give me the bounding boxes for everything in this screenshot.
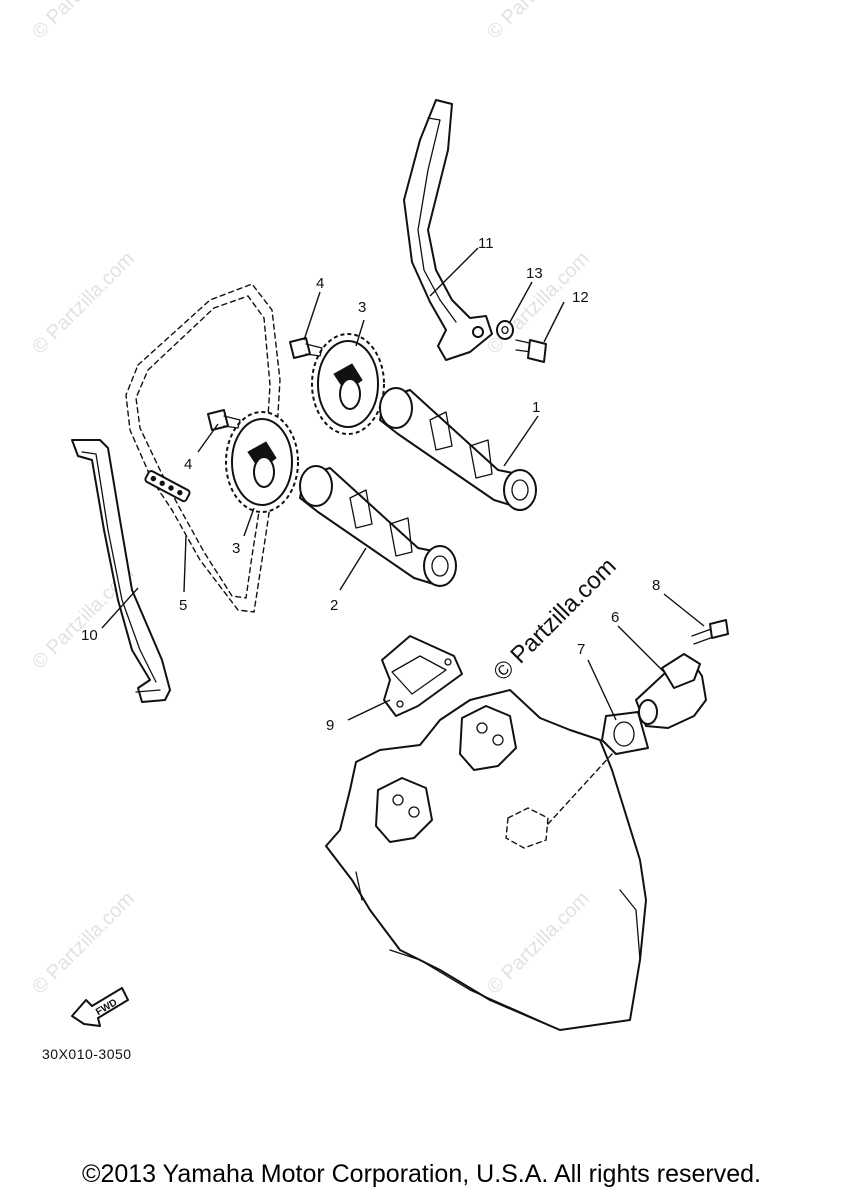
callout-4-lower: 4 <box>184 456 192 473</box>
diagram-reference-code: 30X010-3050 <box>42 1046 132 1062</box>
callout-4-upper: 4 <box>316 275 324 292</box>
callout-8: 8 <box>652 577 660 594</box>
cam-sprocket-part-3-upper <box>311 333 385 435</box>
gasket-part-7 <box>601 711 649 755</box>
callout-6: 6 <box>611 609 619 626</box>
callout-9: 9 <box>326 717 334 734</box>
callout-numbers: 1 2 3 3 4 4 5 6 7 8 9 10 11 12 13 <box>81 235 660 734</box>
washer-part-13 <box>496 320 514 340</box>
callout-7: 7 <box>577 641 585 658</box>
chain-guide-part-10 <box>71 439 171 703</box>
cylinder-head-outline <box>325 689 647 1031</box>
copyright-notice: ©2013 Yamaha Motor Corporation, U.S.A. A… <box>82 1160 761 1188</box>
bolt-part-4-upper <box>289 337 323 359</box>
callout-11: 11 <box>478 235 494 252</box>
callout-13: 13 <box>526 265 543 282</box>
camshaft-part-2 <box>299 465 457 587</box>
chain-guide-part-11 <box>403 99 493 361</box>
watermark-text: © Partzilla.com <box>483 0 594 44</box>
bolt-part-12 <box>515 339 547 363</box>
callout-10: 10 <box>81 627 98 644</box>
callout-12: 12 <box>572 289 589 306</box>
partzilla-watermark: © Partzilla.com <box>488 553 621 686</box>
callout-3-lower: 3 <box>232 540 240 557</box>
watermark-text: © Partzilla.com <box>483 888 594 999</box>
callout-3-upper: 3 <box>358 299 366 316</box>
watermark-text: © Partzilla.com <box>28 248 139 359</box>
cam-chain-part-5 <box>125 283 281 613</box>
fwd-arrow-icon: FWD <box>71 987 129 1027</box>
cam-sprocket-part-3-lower <box>225 411 299 513</box>
callout-5: 5 <box>179 597 187 614</box>
bolt-part-8 <box>691 619 729 645</box>
tensioner-part-6 <box>635 653 707 729</box>
watermark-text: © Partzilla.com <box>28 0 139 44</box>
fwd-label: FWD <box>94 997 119 1018</box>
callout-2: 2 <box>330 597 338 614</box>
bracket-part-9 <box>381 635 463 717</box>
camshaft-part-1 <box>379 387 537 511</box>
callout-1: 1 <box>532 399 540 416</box>
bolt-part-4-lower <box>207 409 241 431</box>
watermark-text: © Partzilla.com <box>28 888 139 999</box>
callout-leader-lines <box>101 247 705 721</box>
